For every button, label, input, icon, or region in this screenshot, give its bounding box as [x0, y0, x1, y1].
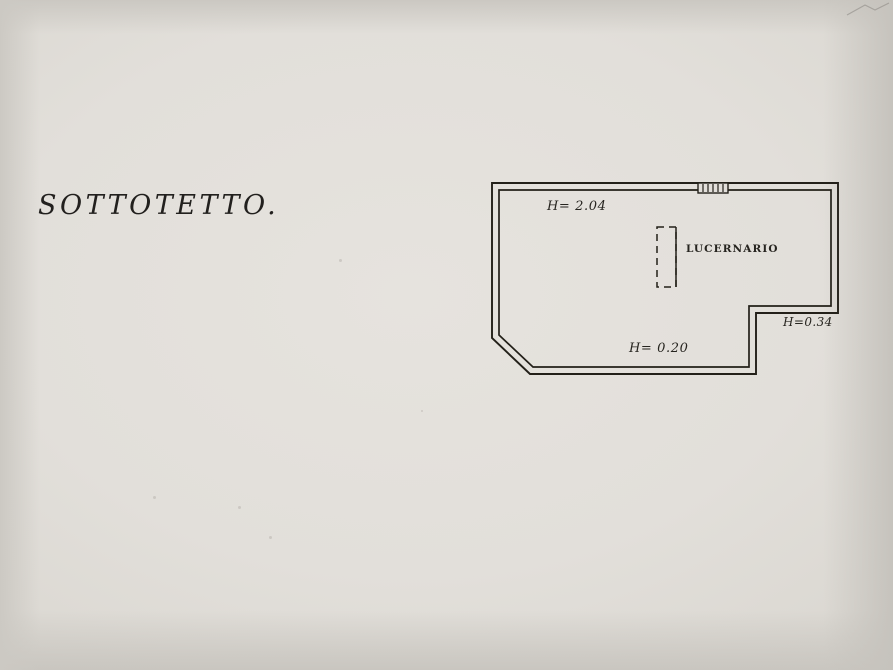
- label-height-main: H= 2.04: [547, 199, 607, 214]
- paper-shadow-left: [0, 0, 40, 670]
- paper-speck: [269, 536, 272, 539]
- label-skylight: LUCERNARIO: [686, 243, 779, 255]
- label-height-low: H= 0.20: [629, 341, 689, 356]
- corner-scribble-mark: [846, 2, 890, 16]
- paper-speck: [421, 410, 423, 412]
- attic-floor-plan: [470, 170, 870, 390]
- label-height-right: H=0.34: [783, 315, 833, 329]
- page-title: SOTTOTETTO.: [38, 190, 280, 221]
- outer-wall-outline: [491, 182, 839, 375]
- inner-wall-outline: [498, 189, 832, 368]
- paper-speck: [339, 259, 342, 262]
- skylight-icon: [656, 226, 677, 288]
- paper-speck: [238, 506, 241, 509]
- paper-shadow-bottom: [0, 610, 893, 670]
- paper-shadow-top: [0, 0, 893, 34]
- paper-speck: [153, 496, 156, 499]
- hatched-opening: [697, 182, 729, 194]
